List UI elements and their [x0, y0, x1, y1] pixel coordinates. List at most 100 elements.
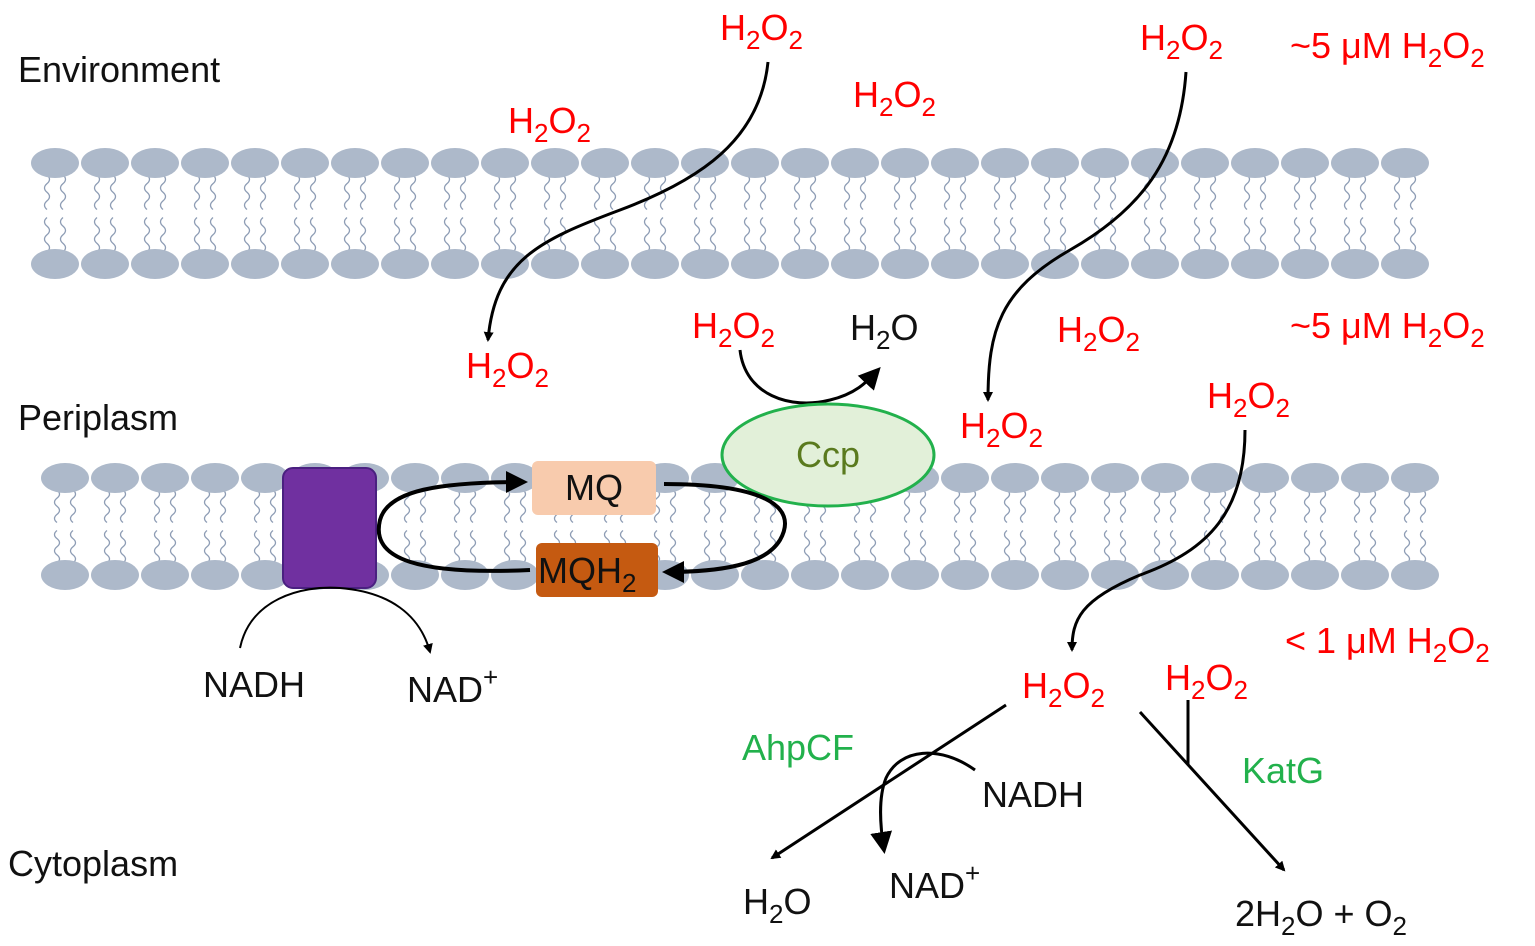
ccp-enzyme: [720, 402, 936, 508]
outer-membrane-lipid-tail: [259, 217, 267, 253]
outer-membrane-lipid-tail: [909, 217, 917, 253]
outer-membrane: [31, 148, 1429, 279]
inner-membrane-lipid-tail: [253, 529, 261, 564]
outer-membrane-lipid-tail: [809, 174, 817, 210]
inner-membrane-lipid-tail: [69, 489, 77, 524]
outer-membrane-lipid-tail: [1343, 217, 1351, 253]
outer-membrane-lipid-tail: [1009, 174, 1017, 210]
outer-membrane-lipid-head: [331, 148, 379, 178]
outer-membrane-lipid-head: [831, 249, 879, 279]
outer-membrane-lipid-tail: [359, 217, 367, 253]
inner-membrane-lipid-tail: [819, 529, 827, 564]
outer-membrane-lipid-head: [681, 249, 729, 279]
inner-membrane-lipid-tail: [903, 529, 911, 564]
outer-membrane-lipid-tail: [443, 217, 451, 253]
inner-membrane-lipid-tail: [919, 529, 927, 564]
inner-membrane-lipid-tail: [1253, 489, 1261, 524]
outer-membrane-lipid-tail: [893, 174, 901, 210]
inner-membrane-lipid-tail: [219, 529, 227, 564]
inner-membrane-lipid-head: [91, 463, 139, 493]
outer-membrane-lipid-tail: [309, 217, 317, 253]
mqh2-label: MQH2: [538, 550, 636, 598]
outer-membrane-lipid-tail: [709, 217, 717, 253]
nad-plus-cyto: NAD+: [889, 858, 980, 906]
outer-membrane-lipid-head: [631, 249, 679, 279]
outer-membrane-lipid-tail: [93, 217, 101, 253]
inner-membrane-lipid-tail: [669, 529, 677, 564]
inner-membrane-lipid-head: [1391, 560, 1439, 590]
label-environment: Environment: [18, 49, 220, 90]
outer-membrane-lipid-tail: [1409, 217, 1417, 253]
inner-membrane-lipid-tail: [153, 489, 161, 524]
inner-membrane-lipid-head: [1341, 463, 1389, 493]
h2o2-env-1: H2O2: [720, 7, 803, 55]
outer-membrane-lipid-head: [1181, 249, 1229, 279]
outer-membrane-lipid-tail: [643, 174, 651, 210]
outer-membrane-lipid-head: [231, 148, 279, 178]
outer-membrane-lipid-tail: [193, 217, 201, 253]
outer-membrane-lipid-head: [781, 148, 829, 178]
outer-membrane-lipid-tail: [209, 217, 217, 253]
inner-membrane-lipid-head: [41, 463, 89, 493]
inner-membrane-lipid-tail: [519, 529, 527, 564]
outer-membrane-lipid-head: [831, 148, 879, 178]
inner-membrane-lipid-tail: [1419, 489, 1427, 524]
diffusion-arrow-outer-right: [983, 71, 1188, 402]
ccp-label: Ccp: [796, 434, 860, 475]
outer-membrane-lipid-head: [431, 148, 479, 178]
outer-membrane-lipid-tail: [93, 174, 101, 210]
outer-membrane-lipid-tail: [293, 217, 301, 253]
inner-membrane-lipid-tail: [469, 529, 477, 564]
outer-membrane-lipid-tail: [759, 174, 767, 210]
nadh-cyto: NADH: [982, 774, 1084, 815]
inner-membrane-lipid-tail: [419, 529, 427, 564]
outer-membrane-lipid-tail: [1209, 174, 1217, 210]
outer-membrane-lipid-head: [931, 148, 979, 178]
inner-membrane-lipid-tail: [719, 529, 727, 564]
outer-membrane-lipid-tail: [1309, 174, 1317, 210]
water-oxygen-product: 2H2O + O2: [1235, 893, 1407, 941]
outer-membrane-lipid-tail: [859, 174, 867, 210]
inner-membrane-lipid-head: [991, 463, 1039, 493]
inner-membrane-lipid-head: [1091, 463, 1139, 493]
outer-membrane-lipid-head: [381, 148, 429, 178]
inner-membrane-lipid-tail: [803, 529, 811, 564]
inner-membrane-lipid-tail: [669, 489, 677, 524]
outer-membrane-lipid-tail: [1009, 217, 1017, 253]
inner-membrane-lipid-tail: [703, 489, 711, 524]
outer-membrane-lipid-head: [881, 249, 929, 279]
outer-membrane-lipid-head: [281, 148, 329, 178]
inner-membrane-lipid-head: [941, 560, 989, 590]
quinone-cycle-arrow-reduction: [376, 471, 531, 573]
outer-membrane-lipid-tail: [159, 217, 167, 253]
outer-membrane-lipid-tail: [893, 217, 901, 253]
outer-membrane-lipid-head: [1381, 249, 1429, 279]
outer-membrane-lipid-head: [1081, 148, 1129, 178]
inner-membrane-lipid-tail: [853, 529, 861, 564]
ahpcf-reaction-arrow: [770, 703, 1007, 860]
outer-membrane-lipid-tail: [209, 174, 217, 210]
outer-membrane-lipid-tail: [359, 174, 367, 210]
inner-membrane-lipid-tail: [1403, 489, 1411, 524]
outer-membrane-lipid-tail: [543, 217, 551, 253]
inner-membrane-lipid-head: [1191, 560, 1239, 590]
inner-membrane-lipid-tail: [119, 529, 127, 564]
concentration-periplasm: ~5 μM H2O2: [1290, 305, 1485, 353]
mq-box: [532, 461, 656, 515]
outer-membrane-lipid-tail: [1243, 217, 1251, 253]
inner-membrane-lipid-head: [1391, 463, 1439, 493]
outer-membrane-lipid-head: [431, 249, 479, 279]
outer-membrane-lipid-tail: [593, 217, 601, 253]
outer-membrane-lipid-tail: [1293, 217, 1301, 253]
inner-membrane-lipid-tail: [919, 489, 927, 524]
outer-membrane-lipid-head: [531, 148, 579, 178]
outer-membrane-lipid-tail: [643, 217, 651, 253]
outer-membrane-lipid-tail: [1393, 217, 1401, 253]
inner-membrane-lipid-head: [1141, 463, 1189, 493]
inner-membrane-lipid-tail: [169, 529, 177, 564]
inner-membrane-lipid-tail: [1303, 529, 1311, 564]
outer-membrane-lipid-tail: [743, 174, 751, 210]
inner-membrane-lipid-tail: [69, 529, 77, 564]
outer-membrane-lipid-head: [731, 249, 779, 279]
inner-membrane-lipid-tail: [1053, 489, 1061, 524]
